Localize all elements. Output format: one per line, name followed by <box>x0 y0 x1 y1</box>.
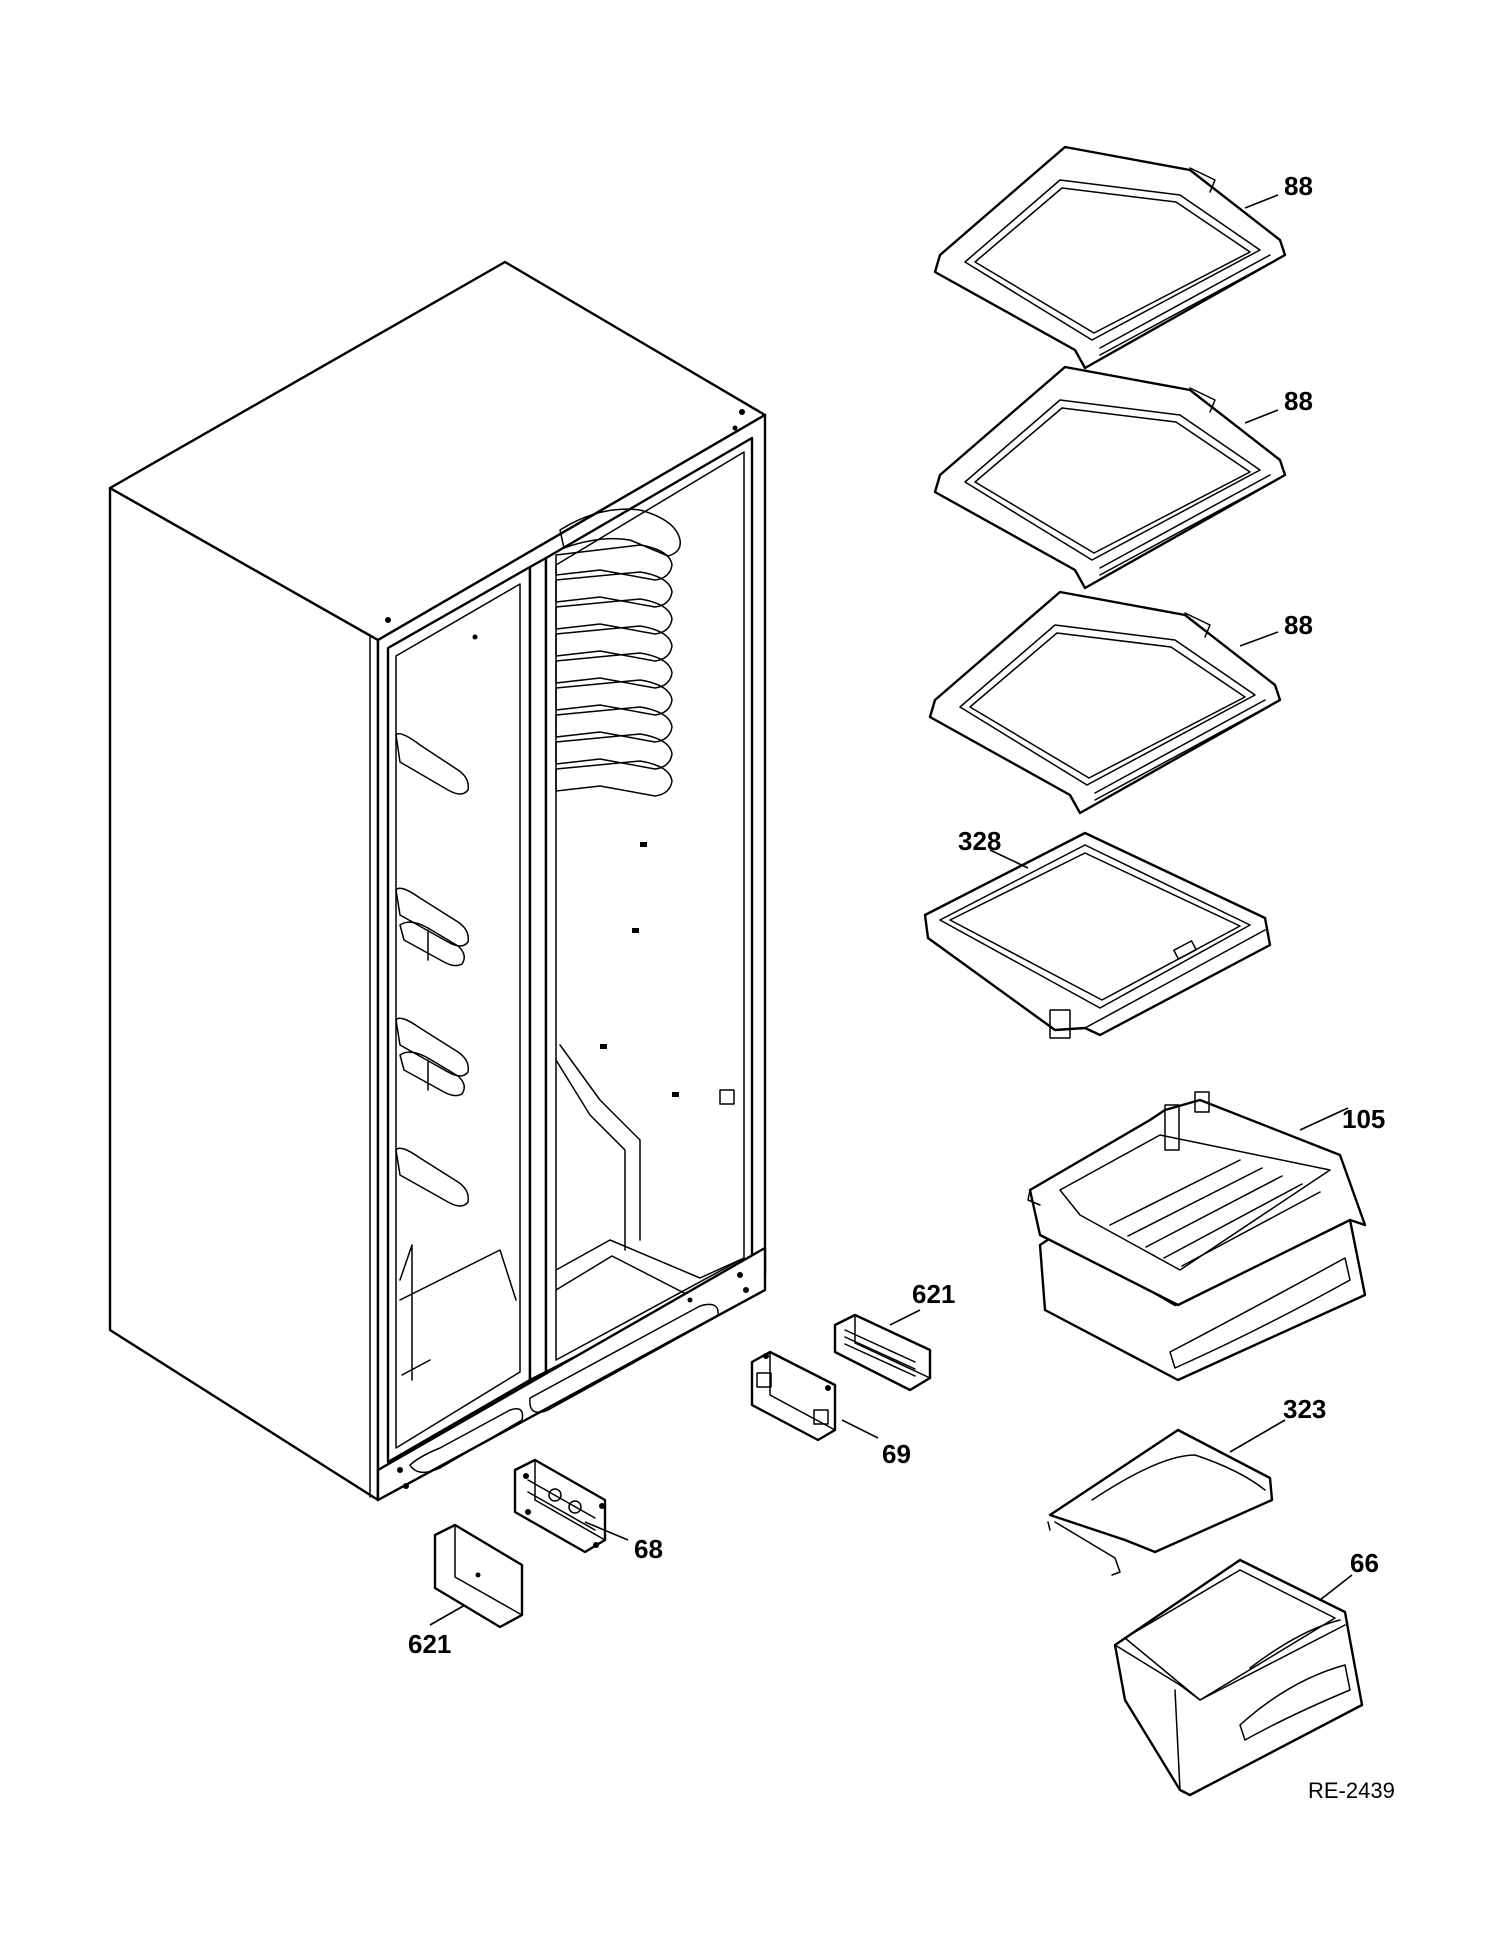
glass-shelf <box>933 145 1287 370</box>
fresh-food-compartment <box>544 436 754 1374</box>
callout-cover-621-left: 621 <box>408 1629 451 1659</box>
callout-labels: 88 88 88 328 105 621 69 323 68 66 621 <box>408 171 1385 1659</box>
callout-pan-105: 105 <box>1342 1104 1385 1134</box>
cabinet-side-panel <box>108 486 380 1502</box>
callout-crisper-cover: 328 <box>958 826 1001 856</box>
callout-bracket-68: 68 <box>634 1534 663 1564</box>
deli-pan <box>1027 1091 1367 1382</box>
pan-cover <box>1047 1428 1274 1576</box>
diagram-reference-code: RE-2439 <box>1308 1778 1395 1803</box>
center-mullion <box>528 556 548 1382</box>
control-bracket <box>513 1458 607 1554</box>
control-bracket <box>750 1350 837 1442</box>
callout-shelf-1: 88 <box>1284 171 1313 201</box>
fresh-food-shelf-rails <box>555 508 681 797</box>
freezer-compartment <box>386 565 532 1464</box>
refrigerator-cabinet <box>108 260 767 1502</box>
glass-shelf <box>933 365 1287 590</box>
callout-shelf-3: 88 <box>1284 610 1313 640</box>
callout-shelf-2: 88 <box>1284 386 1313 416</box>
crisper-pan-cover <box>923 831 1272 1039</box>
freezer-shelf-rails <box>395 733 470 1207</box>
callout-pan-66: 66 <box>1350 1548 1379 1578</box>
callout-bracket-69: 69 <box>882 1439 911 1469</box>
grille-cover <box>833 1313 932 1392</box>
crisper-pan <box>1113 1558 1364 1797</box>
pan-ribs <box>1109 1159 1321 1267</box>
grille-cover <box>433 1523 524 1629</box>
callout-cover-621-right: 621 <box>912 1279 955 1309</box>
bottom-front-rail <box>376 1246 767 1502</box>
callout-pan-cover-323: 323 <box>1283 1394 1326 1424</box>
leader-lines <box>429 194 1353 1626</box>
glass-shelf <box>928 590 1282 815</box>
grille-slots <box>844 1329 916 1377</box>
